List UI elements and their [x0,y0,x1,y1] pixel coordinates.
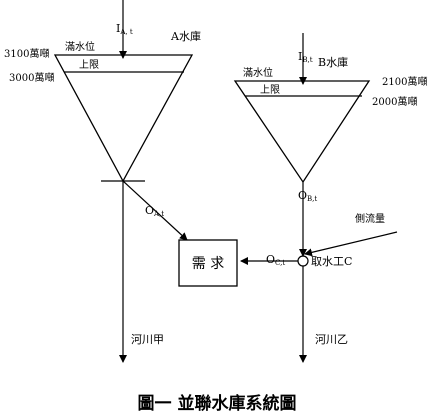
lateral-inflow-label: 側流量 [355,212,385,225]
river-b-label: 河川乙 [315,333,348,346]
reservoir-b-upper-limit-label: 上限 [260,84,280,96]
reservoir-b-outflow-label: OB,t [298,189,317,203]
reservoir-a-inflow-label: IA, t [116,22,133,36]
reservoir-a-name: A水庫 [170,29,201,43]
reservoir-a-capacity-full: 3100萬噸 [4,47,49,60]
reservoir-a-full-level-label: 滿水位 [65,40,95,53]
reservoir-b-full-level-label: 滿水位 [243,66,273,79]
reservoir-a-upper-limit-label: 上限 [79,59,99,71]
reservoir-a-capacity-upper: 3000萬噸 [9,71,54,84]
river-a-label: 河川甲 [131,333,164,346]
demand-box: 需 求 [178,239,238,287]
figure-caption: 圖一 並聯水庫系統圖 [138,393,297,414]
demand-rectangle [178,239,238,287]
reservoir-a: IA, t A水庫 滿水位 上限 3100萬噸 3000萬噸 [4,0,201,183]
reservoir-a-outflow-label: OA,t [145,204,164,218]
reservoir-b-capacity-full: 2100萬噸 [382,75,427,88]
reservoir-a-triangle [53,54,194,183]
reservoir-b-name: B水庫 [318,55,348,69]
reservoir-b-inflow-label: IB,t [298,50,313,64]
intake-c-node [297,255,309,267]
intake-c-flow-label: OC,t [266,253,285,267]
intake-c-label: 取水工C [311,255,352,268]
demand-label: 需 求 [192,256,224,272]
reservoir-b: IB,t B水庫 滿水位 上限 2100萬噸 2000萬噸 [233,33,427,184]
reservoir-b-capacity-upper: 2000萬噸 [372,95,417,108]
reservoir-a-outflow-arrow [122,180,188,241]
lateral-inflow-arrow [304,231,398,257]
